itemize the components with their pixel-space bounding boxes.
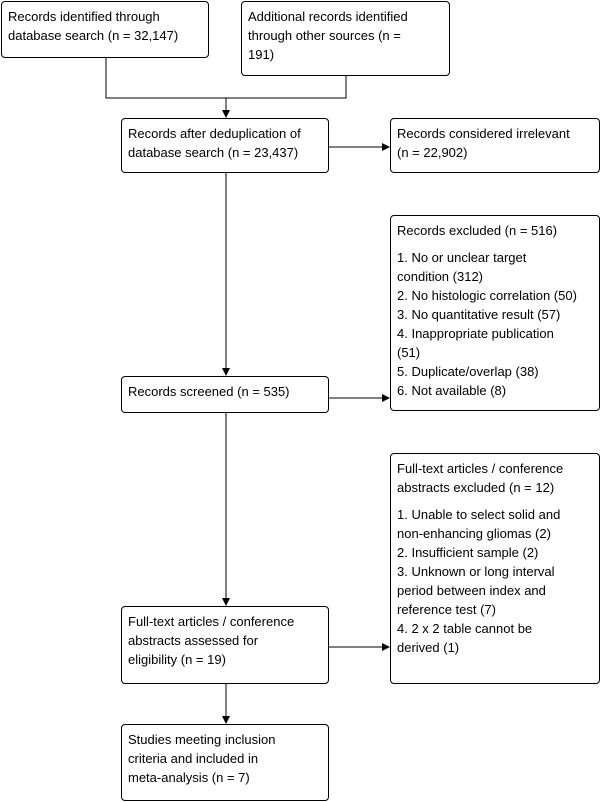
box-line: non-enhancing gliomas (2) <box>397 526 551 541</box>
box-line: Records after deduplication of <box>128 126 301 141</box>
box-line: reference test (7) <box>397 602 496 617</box>
box-line: database search (n = 32,147) <box>8 28 179 43</box>
box-line: Records screened (n = 535) <box>128 384 290 399</box>
box-line: 6. Not available (8) <box>397 383 507 398</box>
fulltext-excluded-box: Full-text articles / conference abstract… <box>390 453 600 684</box>
box-line: derived (1) <box>397 640 460 655</box>
merge-line-other-sources <box>226 76 347 99</box>
box-heading: Full-text articles / conference <box>397 461 564 476</box>
records-identified-database-box: Records identified through database sear… <box>1 1 209 58</box>
box-line: period between index and <box>397 583 546 598</box>
additional-records-box: Additional records identified through ot… <box>241 1 450 76</box>
box-line: 5. Duplicate/overlap (38) <box>397 364 539 379</box>
box-line: abstracts assessed for <box>128 633 259 648</box>
box-heading: abstracts excluded (n = 12) <box>397 480 555 495</box>
records-excluded-box: Records excluded (n = 516) 1. No or uncl… <box>390 215 600 411</box>
box-line: condition (312) <box>397 269 483 284</box>
box-line: (n = 22,902) <box>397 145 468 160</box>
box-line: 2. Insufficient sample (2) <box>397 545 539 560</box>
records-after-deduplication-box: Records after deduplication of database … <box>121 118 329 173</box>
box-line: 3. Unknown or long interval <box>397 564 555 579</box>
box-line: (51) <box>397 345 421 360</box>
box-line: 4. 2 x 2 table cannot be <box>397 621 533 636</box>
box-line: through other sources (n = <box>248 28 401 43</box>
records-irrelevant-box: Records considered irrelevant (n = 22,90… <box>390 118 600 173</box>
box-line: 1. No or unclear target <box>397 250 527 265</box>
fulltext-assessed-box: Full-text articles / conference abstract… <box>121 606 329 684</box>
box-line: 1. Unable to select solid and <box>397 507 561 522</box>
box-line: Records identified through <box>8 9 160 24</box>
box-line: Full-text articles / conference <box>128 614 295 629</box>
records-screened-box: Records screened (n = 535) <box>121 376 329 413</box>
box-line: Studies meeting inclusion <box>128 732 276 747</box>
box-line: Additional records identified <box>248 9 408 24</box>
box-line: database search (n = 23,437) <box>128 145 299 160</box>
box-line: criteria and included in <box>128 751 259 766</box>
box-heading: Records excluded (n = 516) <box>397 223 558 238</box>
box-line: meta-analysis (n = 7) <box>128 770 250 785</box>
merge-line-db-search <box>105 58 226 99</box>
box-line: 2. No histologic correlation (50) <box>397 288 577 303</box>
box-line: 4. Inappropriate publication <box>397 326 554 341</box>
box-line: eligibility (n = 19) <box>128 652 226 667</box>
box-line: 191) <box>248 47 275 62</box>
studies-included-box: Studies meeting inclusion criteria and i… <box>121 724 329 801</box>
box-line: Records considered irrelevant <box>397 126 570 141</box>
box-line: 3. No quantitative result (57) <box>397 307 561 322</box>
